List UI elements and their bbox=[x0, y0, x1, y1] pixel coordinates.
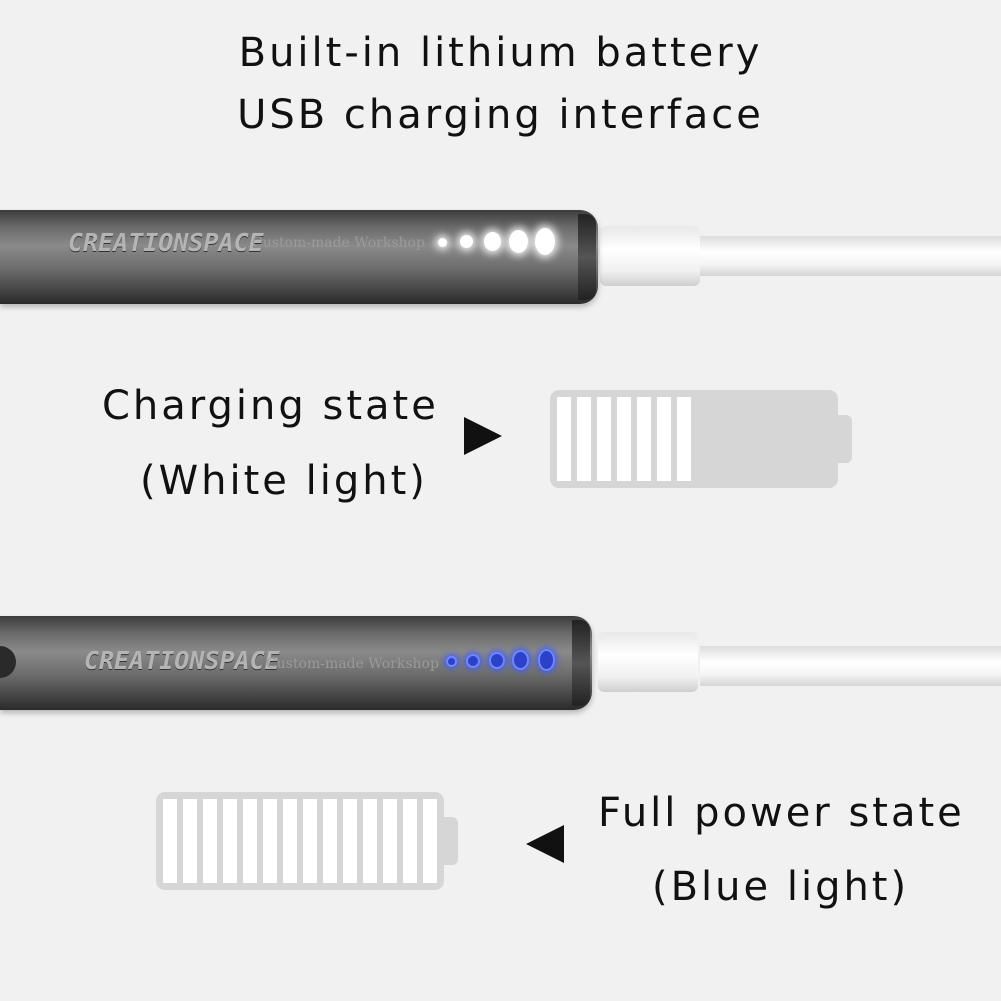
usb-cable-top bbox=[700, 236, 1001, 276]
led-indicator-top bbox=[509, 230, 528, 253]
arrow-left-icon bbox=[526, 825, 564, 863]
heading-line-2: USB charging interface bbox=[237, 92, 764, 138]
led-indicator-top bbox=[535, 228, 555, 255]
arrow-right-icon bbox=[464, 417, 502, 455]
battery-cell bbox=[263, 799, 277, 883]
pen-button-icon bbox=[0, 646, 16, 678]
battery-cell bbox=[163, 799, 177, 883]
battery-shell bbox=[550, 390, 838, 488]
battery-cell bbox=[423, 799, 437, 883]
battery-cell bbox=[283, 799, 297, 883]
pen-subtitle-bottom: Custom-made Workshop bbox=[266, 656, 439, 672]
battery-cell bbox=[617, 397, 631, 481]
led-indicator-top bbox=[438, 238, 447, 247]
full-power-state-label: Full power state bbox=[598, 790, 965, 836]
led-indicator-top bbox=[484, 232, 501, 251]
pen-subtitle-top: Custom-made Workshop bbox=[252, 235, 425, 251]
led-indicator-bottom bbox=[466, 654, 480, 668]
battery-cell bbox=[383, 799, 397, 883]
battery-cell bbox=[597, 397, 611, 481]
battery-cell bbox=[243, 799, 257, 883]
led-indicator-bottom bbox=[538, 649, 555, 671]
pen-body-top: CREATIONSPACE Custom-made Workshop bbox=[0, 210, 598, 304]
battery-cell bbox=[577, 397, 591, 481]
usb-plug-top bbox=[600, 226, 700, 286]
battery-cell bbox=[323, 799, 337, 883]
led-indicator-top bbox=[460, 235, 473, 248]
battery-terminal bbox=[836, 415, 852, 463]
battery-cell bbox=[303, 799, 317, 883]
full-power-light-label: (Blue light) bbox=[652, 864, 910, 910]
usb-cable-bottom bbox=[700, 646, 1001, 686]
battery-terminal bbox=[442, 817, 458, 865]
battery-cell bbox=[557, 397, 571, 481]
battery-cell bbox=[343, 799, 357, 883]
led-indicator-bottom bbox=[512, 650, 529, 670]
battery-cell bbox=[403, 799, 417, 883]
battery-cell bbox=[637, 397, 651, 481]
pen-end-cap-top bbox=[578, 214, 596, 300]
pen-end-cap-bottom bbox=[572, 620, 590, 706]
battery-cell bbox=[363, 799, 377, 883]
battery-cell bbox=[677, 397, 691, 481]
battery-cell bbox=[657, 397, 671, 481]
battery-cell bbox=[223, 799, 237, 883]
battery-cell bbox=[203, 799, 217, 883]
pen-brand-logo-top: CREATIONSPACE bbox=[68, 228, 264, 257]
led-indicator-bottom bbox=[446, 656, 457, 667]
usb-plug-bottom bbox=[598, 632, 698, 692]
battery-cell bbox=[183, 799, 197, 883]
pen-brand-logo-bottom: CREATIONSPACE bbox=[84, 646, 280, 675]
led-indicator-bottom bbox=[489, 652, 505, 669]
pen-body-bottom: CREATIONSPACE Custom-made Workshop bbox=[0, 616, 592, 710]
charging-state-label: Charging state bbox=[102, 383, 439, 429]
charging-light-label: (White light) bbox=[140, 458, 428, 504]
heading-line-1: Built-in lithium battery bbox=[238, 30, 763, 76]
battery-shell bbox=[156, 792, 444, 890]
